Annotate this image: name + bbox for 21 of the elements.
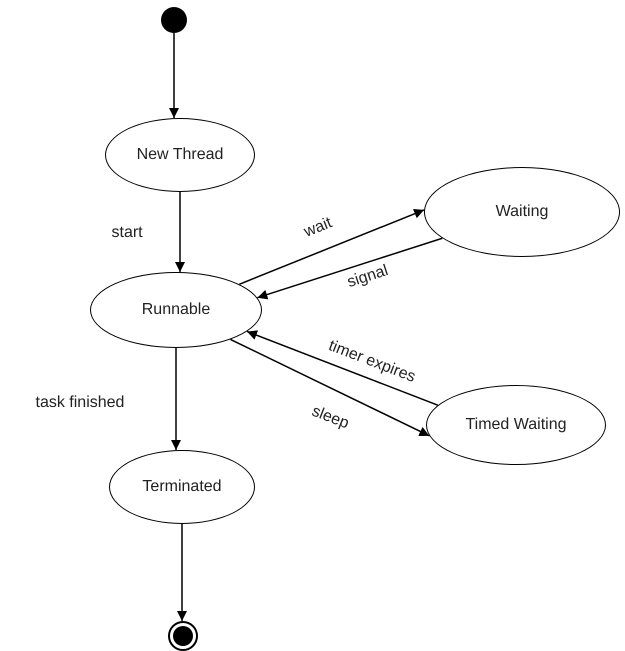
transition-arrow — [257, 238, 443, 300]
state-name: New Thread — [136, 146, 224, 164]
state-name: Terminated — [142, 478, 222, 496]
transition-arrow — [171, 348, 181, 450]
edge-label: wait — [302, 214, 335, 242]
state-name: Timed Waiting — [465, 416, 567, 434]
state-name: Waiting — [496, 203, 548, 221]
end-state-bullseye — [168, 621, 198, 651]
edge-label: sleep — [309, 402, 352, 434]
transition-arrow — [169, 33, 179, 118]
edge-label: signal — [345, 262, 391, 292]
state-name: Runnable — [142, 301, 210, 319]
edge-label: timer expires — [326, 337, 418, 387]
transition-arrow — [175, 192, 185, 272]
edge-label: start — [112, 224, 143, 242]
transition-arrow — [239, 209, 424, 285]
edge-label: task finished — [36, 394, 124, 412]
start-state-dot — [161, 7, 187, 33]
transition-arrow — [177, 524, 187, 621]
transition-arrow — [230, 338, 430, 436]
transition-arrow — [246, 330, 438, 406]
